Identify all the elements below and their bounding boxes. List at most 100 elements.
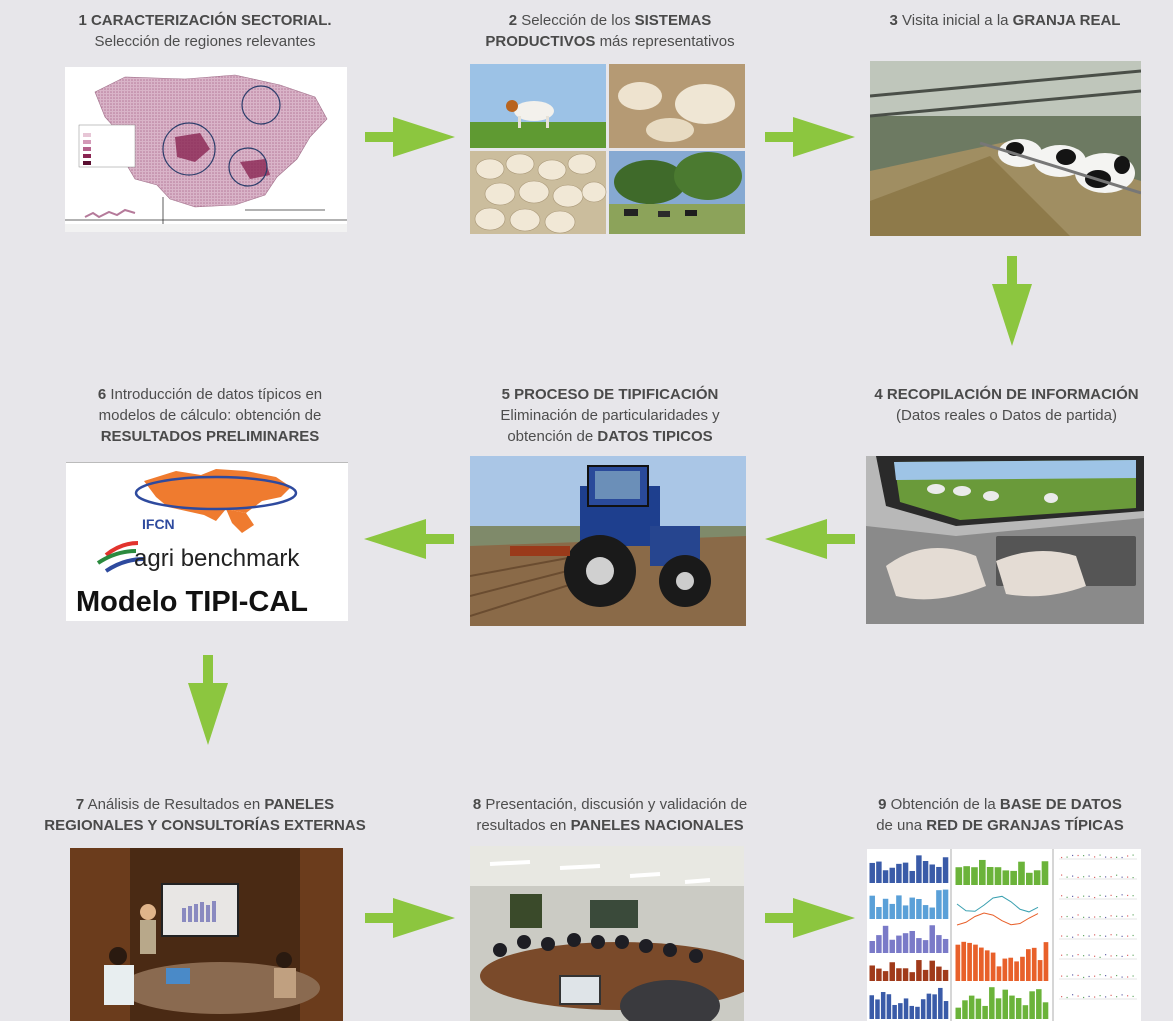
dashboard-bar bbox=[915, 1006, 920, 1019]
dashboard-bar bbox=[886, 994, 892, 1019]
agri-benchmark-text: agri benchmark bbox=[134, 545, 300, 572]
dashboard-bar bbox=[922, 969, 929, 981]
dashboard-bar bbox=[984, 950, 990, 981]
dashboard-bar bbox=[902, 862, 909, 883]
dashboard-bar bbox=[896, 935, 902, 953]
dashboard-bar bbox=[961, 941, 967, 981]
arrow-left-4-5 bbox=[765, 519, 855, 559]
dashboard-bar bbox=[902, 968, 909, 981]
dashboard-bar bbox=[876, 861, 882, 883]
arrow-right-8-9 bbox=[765, 898, 855, 938]
dashboard-bar bbox=[903, 998, 909, 1019]
dashboard-bar bbox=[896, 863, 902, 883]
dashboard-bar bbox=[1022, 1005, 1029, 1019]
dashboard-bar bbox=[929, 925, 935, 953]
dashboard-bar bbox=[1002, 870, 1010, 885]
dashboard-bar bbox=[929, 907, 935, 919]
dashboard-bar bbox=[1014, 961, 1019, 981]
dashboard-bar bbox=[989, 987, 995, 1019]
dashboard-bar bbox=[929, 960, 935, 981]
dashboard-bar bbox=[896, 968, 902, 981]
livestock-collage-image bbox=[470, 64, 745, 234]
dashboard-bar bbox=[942, 969, 949, 981]
dashboard-bar bbox=[936, 935, 942, 953]
dashboard-bar bbox=[982, 1005, 988, 1019]
dashboard-bar bbox=[968, 995, 975, 1019]
national-panel-meeting-image bbox=[470, 846, 744, 1021]
dashboard-bar bbox=[1002, 989, 1009, 1019]
dashboard-bar bbox=[1042, 1002, 1049, 1019]
dashboard-bar bbox=[1036, 989, 1042, 1019]
dashboard-bar bbox=[909, 897, 915, 919]
dashboard-bar bbox=[1026, 872, 1033, 885]
dashboard-bar bbox=[889, 962, 895, 981]
dashboard-bar bbox=[909, 930, 915, 953]
dashboard-bar bbox=[916, 855, 922, 883]
dashboard-bar bbox=[1008, 957, 1014, 981]
dashboard-bar bbox=[1015, 998, 1022, 1019]
step-1-caption: 1 CARACTERIZACIÓN SECTORIAL. Selección d… bbox=[78, 12, 332, 50]
dashboard-bar bbox=[938, 987, 943, 1019]
dashboard-bar bbox=[1041, 861, 1049, 885]
dashboard-bar bbox=[996, 966, 1002, 981]
dashboard-bar bbox=[916, 938, 922, 953]
dashboard-bar bbox=[1043, 942, 1049, 981]
dashboard-bar bbox=[975, 998, 982, 1019]
dashboard-bar bbox=[898, 1003, 903, 1019]
dashboard-bar bbox=[994, 867, 1002, 885]
dashboard-bar bbox=[936, 890, 942, 919]
typical-farms-database-charts-image bbox=[867, 849, 1141, 1021]
dashboard-bar bbox=[955, 867, 963, 885]
dashboard-bar bbox=[936, 866, 942, 883]
dashboard-bar bbox=[889, 867, 895, 883]
dashboard-bar bbox=[876, 907, 882, 919]
dashboard-bar bbox=[936, 966, 942, 981]
ifcn-text: IFCN bbox=[142, 516, 175, 532]
dashboard-bar bbox=[979, 859, 986, 885]
arrow-right-1-2 bbox=[365, 117, 455, 157]
dashboard-bar bbox=[971, 867, 978, 885]
arrow-left-5-6 bbox=[364, 519, 454, 559]
regional-panel-meeting-image bbox=[70, 848, 343, 1021]
dashboard-bar bbox=[1033, 870, 1041, 885]
dashboard-bar bbox=[902, 905, 909, 919]
dashboard-bar bbox=[869, 862, 875, 883]
dashboard-bar bbox=[882, 870, 889, 883]
dashboard-bar bbox=[955, 944, 961, 981]
dashboard-bar bbox=[876, 968, 882, 981]
dashboard-bar bbox=[1020, 956, 1025, 981]
arrow-down-6-7 bbox=[188, 655, 228, 745]
dashboard-bar bbox=[869, 995, 875, 1019]
dashboard-bar bbox=[955, 1007, 962, 1019]
dashboard-bar bbox=[942, 938, 949, 953]
laptop-image bbox=[866, 456, 1144, 624]
arrow-down-3-4 bbox=[992, 256, 1032, 346]
dashboard-bar bbox=[1018, 861, 1025, 885]
arrow-right-7-8 bbox=[365, 898, 455, 938]
agri-benchmark-swoosh-icon bbox=[96, 541, 145, 573]
dashboard-bar bbox=[995, 998, 1002, 1019]
dashboard-bar bbox=[875, 999, 880, 1019]
dashboard-bar bbox=[909, 870, 915, 883]
dashboard-bar bbox=[882, 898, 889, 919]
dashboard-bar bbox=[932, 994, 937, 1019]
spain-map-image bbox=[65, 67, 347, 232]
dashboard-bar bbox=[1031, 947, 1037, 981]
dashboard-bar bbox=[882, 925, 889, 953]
dashboard-bar bbox=[1010, 870, 1017, 885]
dashboard-bar bbox=[896, 895, 902, 919]
dashboard-bar bbox=[1009, 995, 1015, 1019]
dashboard-bar bbox=[916, 898, 922, 919]
dashboard-bar bbox=[942, 889, 949, 919]
model-tipi-cal-text: Modelo TIPI-CAL bbox=[76, 586, 308, 618]
dashboard-bar bbox=[1026, 949, 1031, 981]
dashboard-bar bbox=[869, 895, 875, 919]
step-6-caption: 6 Introducción de datos típicos en model… bbox=[97, 386, 323, 445]
step-3-caption: 3 Visita inicial a la GRANJA REAL bbox=[889, 12, 1121, 29]
dashboard-bar bbox=[892, 1004, 897, 1019]
dashboard-bar bbox=[909, 1005, 915, 1019]
dashboard-bar bbox=[1029, 991, 1035, 1019]
dashboard-bar bbox=[990, 952, 996, 981]
dashboard-bar bbox=[986, 866, 994, 885]
dashboard-bar bbox=[942, 857, 949, 883]
